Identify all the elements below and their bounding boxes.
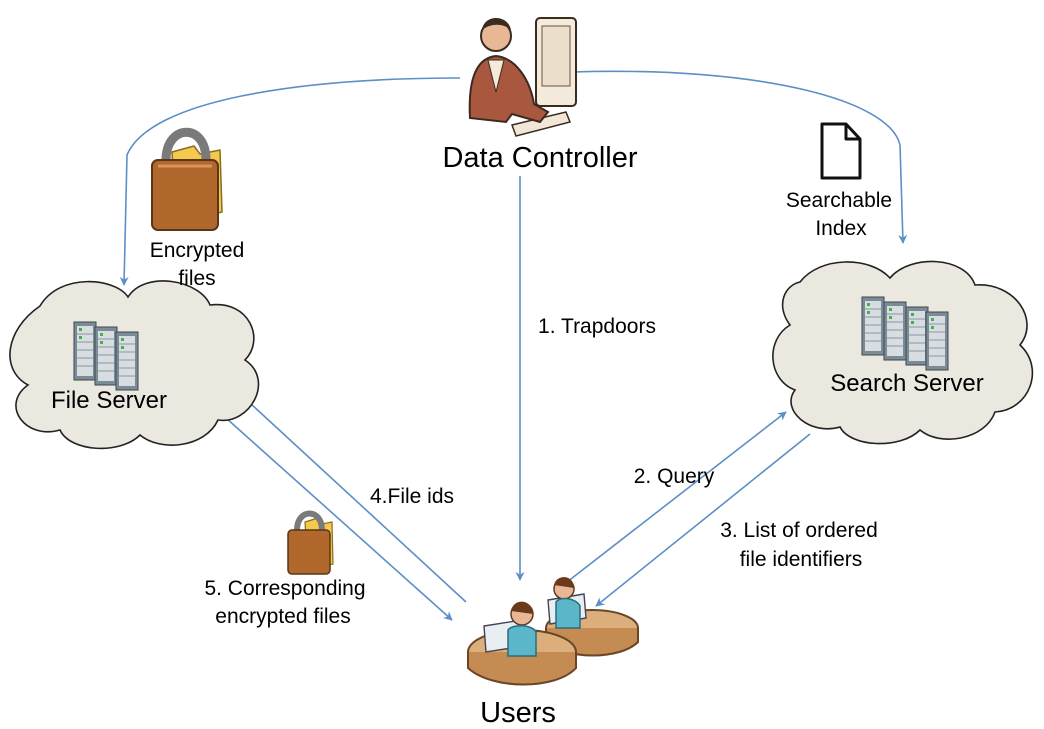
search-server-label: Search Server [830,370,983,397]
person-at-computer-icon [468,17,577,137]
ordered-identifiers-label-line2: file identifiers [740,548,863,571]
corresponding-label-line2: encrypted files [215,605,350,628]
query-label: 2. Query [634,465,715,488]
arrow-encrypted-files [225,417,453,621]
searchable-index-label-line1: Searchable [786,189,892,212]
arrow-query [566,411,787,583]
folder-lock-icon [151,127,223,231]
users-label: Users [480,697,556,729]
encrypted-files-label-line1: Encrypted [150,239,245,262]
users-at-desks-icon [467,577,639,686]
ordered-identifiers-label-line1: 3. List of ordered [720,519,878,542]
file-server-server-rack-icon [73,321,139,391]
encrypted-files-label-line2: files [178,267,215,290]
corresponding-label-line1: 5. Corresponding [204,577,365,600]
file-ids-label: 4.File ids [370,485,454,508]
searchable-index-label-line2: Index [815,217,867,240]
arrow-ordered-identifiers [595,433,811,607]
arrow-controller-to-file-server [119,77,461,286]
document-icon [820,122,862,180]
arrow-controller-to-search-server [571,70,908,244]
folder-lock-small-icon [287,510,334,575]
arrow-file-ids [237,391,467,603]
file-server-label: File Server [51,387,167,414]
trapdoors-label: 1. Trapdoors [538,315,656,338]
data-controller-label: Data Controller [442,142,637,174]
